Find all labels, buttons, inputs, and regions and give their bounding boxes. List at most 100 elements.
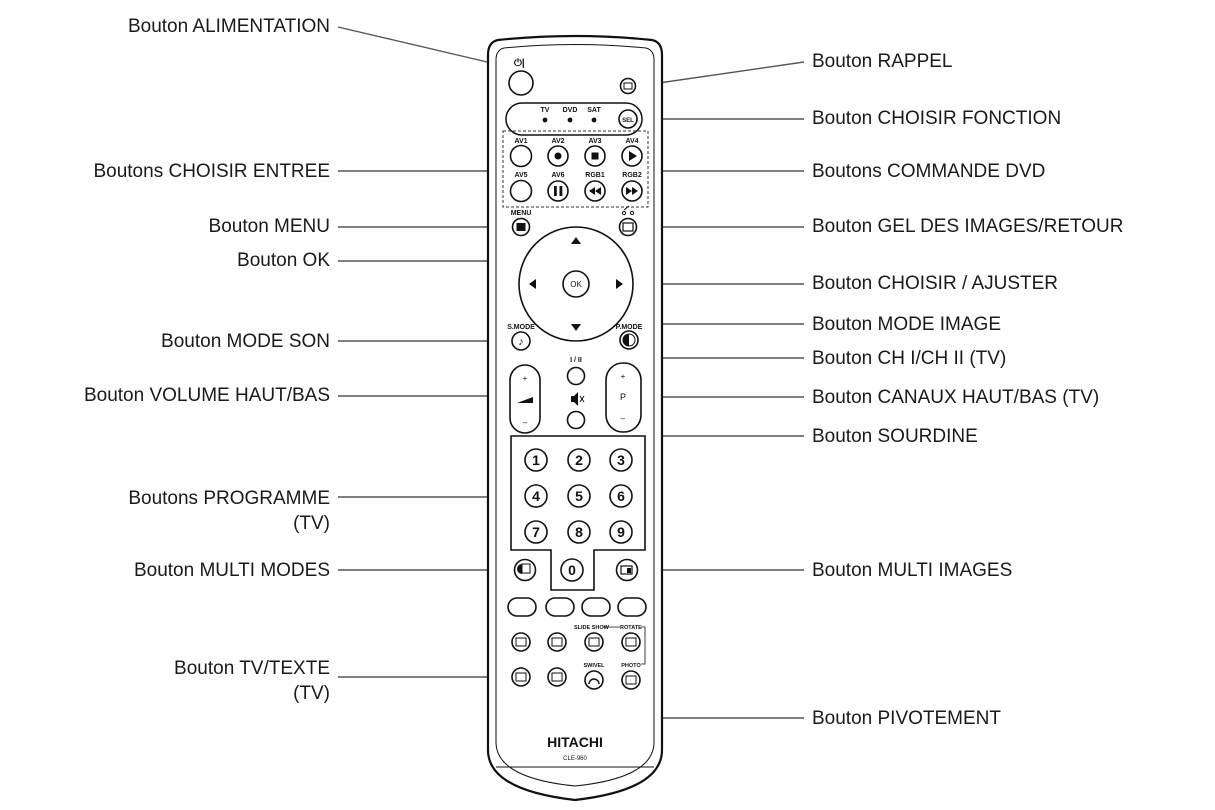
picture-mode-button[interactable] [619, 330, 639, 350]
channel-p-label: P [620, 392, 626, 402]
contrast-icon [623, 334, 629, 346]
color-button-4[interactable] [617, 597, 647, 617]
tv-text-button[interactable] [511, 667, 531, 687]
power-button[interactable]: ⏻| [508, 57, 534, 96]
freeze-return-button[interactable] [618, 217, 638, 237]
sel-label: SEL [622, 118, 634, 124]
text-size-icon [551, 672, 563, 682]
callout-select: Bouton CHOISIR / AJUSTER [812, 273, 1059, 294]
text-button-1[interactable] [511, 632, 531, 652]
power-label: ⏻| [514, 57, 525, 69]
color-button-3[interactable] [581, 597, 611, 617]
number-pad: 1 2 3 4 5 6 7 8 9 0 [524, 448, 633, 582]
text-index-icon [551, 637, 563, 647]
function-label-tv: TV [541, 107, 550, 114]
callout-power: Bouton ALIMENTATION [127, 16, 330, 37]
av3-label: AV3 [588, 138, 601, 145]
smode-label: S.MODE [507, 324, 535, 331]
digit-2-button[interactable]: 2 [567, 448, 591, 472]
callout-menu: Bouton MENU [208, 216, 330, 237]
recall-icon [623, 82, 633, 90]
stop-icon [591, 152, 599, 160]
callout-volume: Bouton VOLUME HAUT/BAS [83, 385, 330, 406]
text-button-2[interactable] [547, 632, 567, 652]
rgb1-rewind-button[interactable] [584, 180, 606, 202]
photo-label: PHOTO [621, 663, 641, 669]
color-button-2[interactable] [545, 597, 575, 617]
tv-indicator-icon [542, 117, 548, 123]
rotate-icon [625, 637, 637, 647]
av6-pause-button[interactable] [547, 180, 569, 202]
ch-button[interactable] [566, 366, 586, 386]
color-button-1[interactable] [507, 597, 537, 617]
menu-label: MENU [511, 210, 532, 217]
ok-button[interactable]: OK [562, 270, 590, 298]
sound-mode-button[interactable]: ♪ [511, 331, 531, 351]
volume-rocker[interactable]: + – [509, 364, 541, 434]
av1-button[interactable] [509, 144, 533, 168]
digit-5-label: 5 [575, 488, 583, 504]
menu-button[interactable] [511, 217, 531, 237]
rgb1-label: RGB1 [585, 172, 605, 179]
digit-7-button[interactable]: 7 [524, 520, 548, 544]
callout-sound-mode: Bouton MODE SON [161, 331, 330, 352]
recall-button[interactable] [619, 77, 637, 95]
av4-play-button[interactable] [621, 145, 643, 167]
tv-text-icon [515, 672, 527, 682]
sel-button[interactable]: SEL [618, 109, 638, 129]
digit-6-label: 6 [617, 488, 625, 504]
digit-1-button[interactable]: 1 [524, 448, 548, 472]
model-label: CLE-960 [563, 756, 587, 762]
multi-pictures-button[interactable] [615, 558, 639, 582]
rgb2-label: RGB2 [622, 172, 642, 179]
channel-rocker[interactable]: + P – [605, 362, 642, 433]
callout-multi-pictures: Bouton MULTI IMAGES [812, 560, 1013, 581]
mute-button[interactable] [566, 410, 586, 430]
multi-modes-button[interactable] [513, 558, 537, 582]
digit-6-button[interactable]: 6 [609, 484, 633, 508]
play-icon [629, 151, 637, 161]
digit-9-button[interactable]: 9 [609, 520, 633, 544]
digit-0-button[interactable]: 0 [560, 558, 584, 582]
arrow-left-icon [529, 279, 536, 289]
av2-record-button[interactable] [547, 145, 569, 167]
slideshow-label: SLIDE SHOW [574, 625, 610, 631]
av5-button[interactable] [509, 179, 533, 203]
digit-8-button[interactable]: 8 [567, 520, 591, 544]
callout-mute: Bouton SOURDINE [812, 426, 978, 447]
slideshow-button[interactable] [584, 632, 604, 652]
digit-3-button[interactable]: 3 [609, 448, 633, 472]
digit-4-button[interactable]: 4 [524, 484, 548, 508]
swivel-label: SWIVEL [583, 663, 605, 669]
callout-program-line2: (TV) [293, 513, 330, 534]
av5-label: AV5 [514, 172, 527, 179]
callout-freeze: Bouton GEL DES IMAGES/RETOUR [812, 216, 1124, 237]
music-note-icon: ♪ [518, 336, 524, 348]
photo-button[interactable] [621, 670, 641, 690]
function-select-panel: TV DVD SAT SEL [505, 102, 643, 136]
callout-channels: Bouton CANAUX HAUT/BAS (TV) [812, 387, 1100, 408]
volume-plus-label: + [523, 374, 528, 383]
swivel-button[interactable] [584, 670, 604, 690]
callout-tv-text-line2: (TV) [293, 683, 330, 704]
digit-2-label: 2 [575, 452, 583, 468]
rotate-button[interactable] [621, 632, 641, 652]
rgb2-forward-button[interactable] [621, 180, 643, 202]
ok-label: OK [570, 280, 582, 289]
channel-plus-label: + [621, 372, 626, 381]
callout-tv-text: Bouton TV/TEXTE (TV) [174, 656, 330, 706]
function-label-sat: SAT [587, 107, 601, 114]
pmode-label: P.MODE [616, 324, 643, 331]
callout-ch: Bouton CH I/CH II (TV) [812, 348, 1007, 369]
text-size-button[interactable] [547, 667, 567, 687]
volume-icon [517, 397, 533, 403]
menu-icon [516, 223, 526, 231]
arrow-up-icon [571, 237, 581, 244]
brand-logo: HITACHI [547, 734, 603, 750]
av3-stop-button[interactable] [584, 145, 606, 167]
digit-5-button[interactable]: 5 [567, 484, 591, 508]
digit-4-label: 4 [532, 488, 540, 504]
photo-icon [625, 675, 637, 685]
digit-3-label: 3 [617, 452, 625, 468]
